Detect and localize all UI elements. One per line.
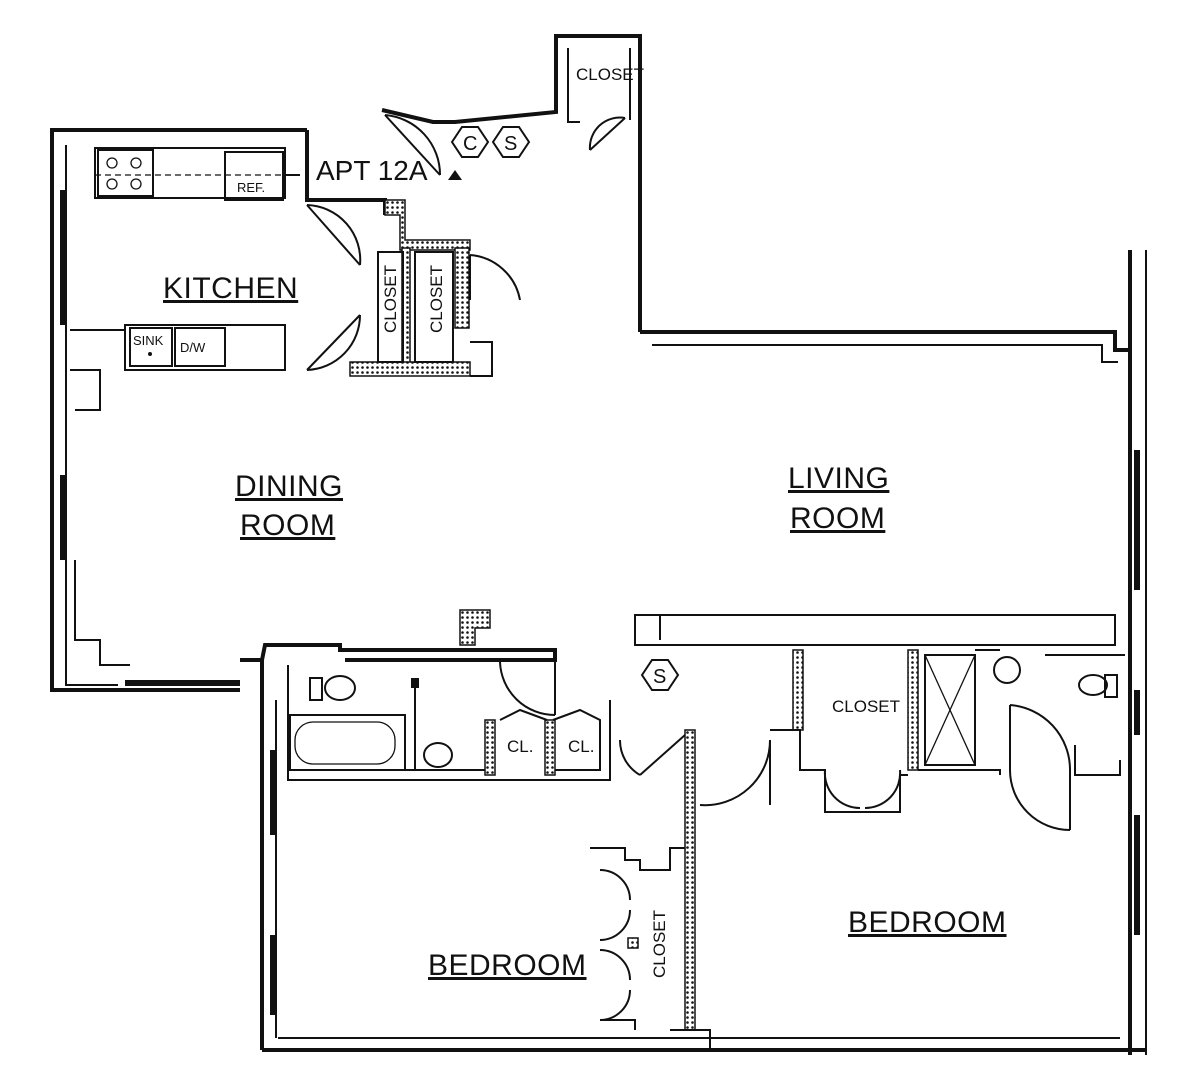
kitchen-closet-1-label: CLOSET — [381, 265, 400, 333]
hall-closet-1-label: CL. — [507, 737, 533, 756]
left-bedroom-label: BEDROOM — [428, 949, 587, 982]
kitchen-closet-2-label: CLOSET — [427, 265, 446, 333]
hall-closet-2-label: CL. — [568, 737, 594, 756]
unit-number: APT 12A — [316, 155, 428, 186]
utility-symbols — [450, 126, 680, 691]
bath-fixtures — [289, 656, 1118, 771]
symbol-c: C — [463, 133, 477, 155]
living-room-label-line1: LIVING — [788, 462, 889, 495]
entry-closet-label: CLOSET — [576, 65, 644, 84]
sink-label: SINK — [133, 333, 164, 348]
refrigerator-label: REF. — [237, 180, 265, 195]
right-bedroom-label: BEDROOM — [848, 906, 1007, 939]
windows — [60, 190, 1140, 1015]
symbol-s-entry: S — [504, 133, 517, 155]
interior-walls — [74, 560, 1125, 1050]
right-bedroom-closet-label: CLOSET — [832, 697, 900, 716]
left-bedroom-closet-label: CLOSET — [650, 910, 669, 978]
dining-room-label-line1: DINING — [235, 470, 343, 503]
entry-door — [384, 114, 626, 180]
living-room-label-line2: ROOM — [790, 502, 885, 535]
dishwasher-label: D/W — [180, 340, 206, 355]
exterior-walls — [50, 34, 1147, 1055]
interior-doors — [499, 661, 1072, 1021]
kitchen-label: KITCHEN — [163, 272, 298, 305]
kitchen-counters — [94, 147, 286, 371]
dining-room-label-line2: ROOM — [240, 509, 335, 542]
symbol-s-hall: S — [653, 666, 666, 688]
kitchen-closets — [349, 199, 493, 377]
kitchen-doors — [306, 204, 521, 371]
